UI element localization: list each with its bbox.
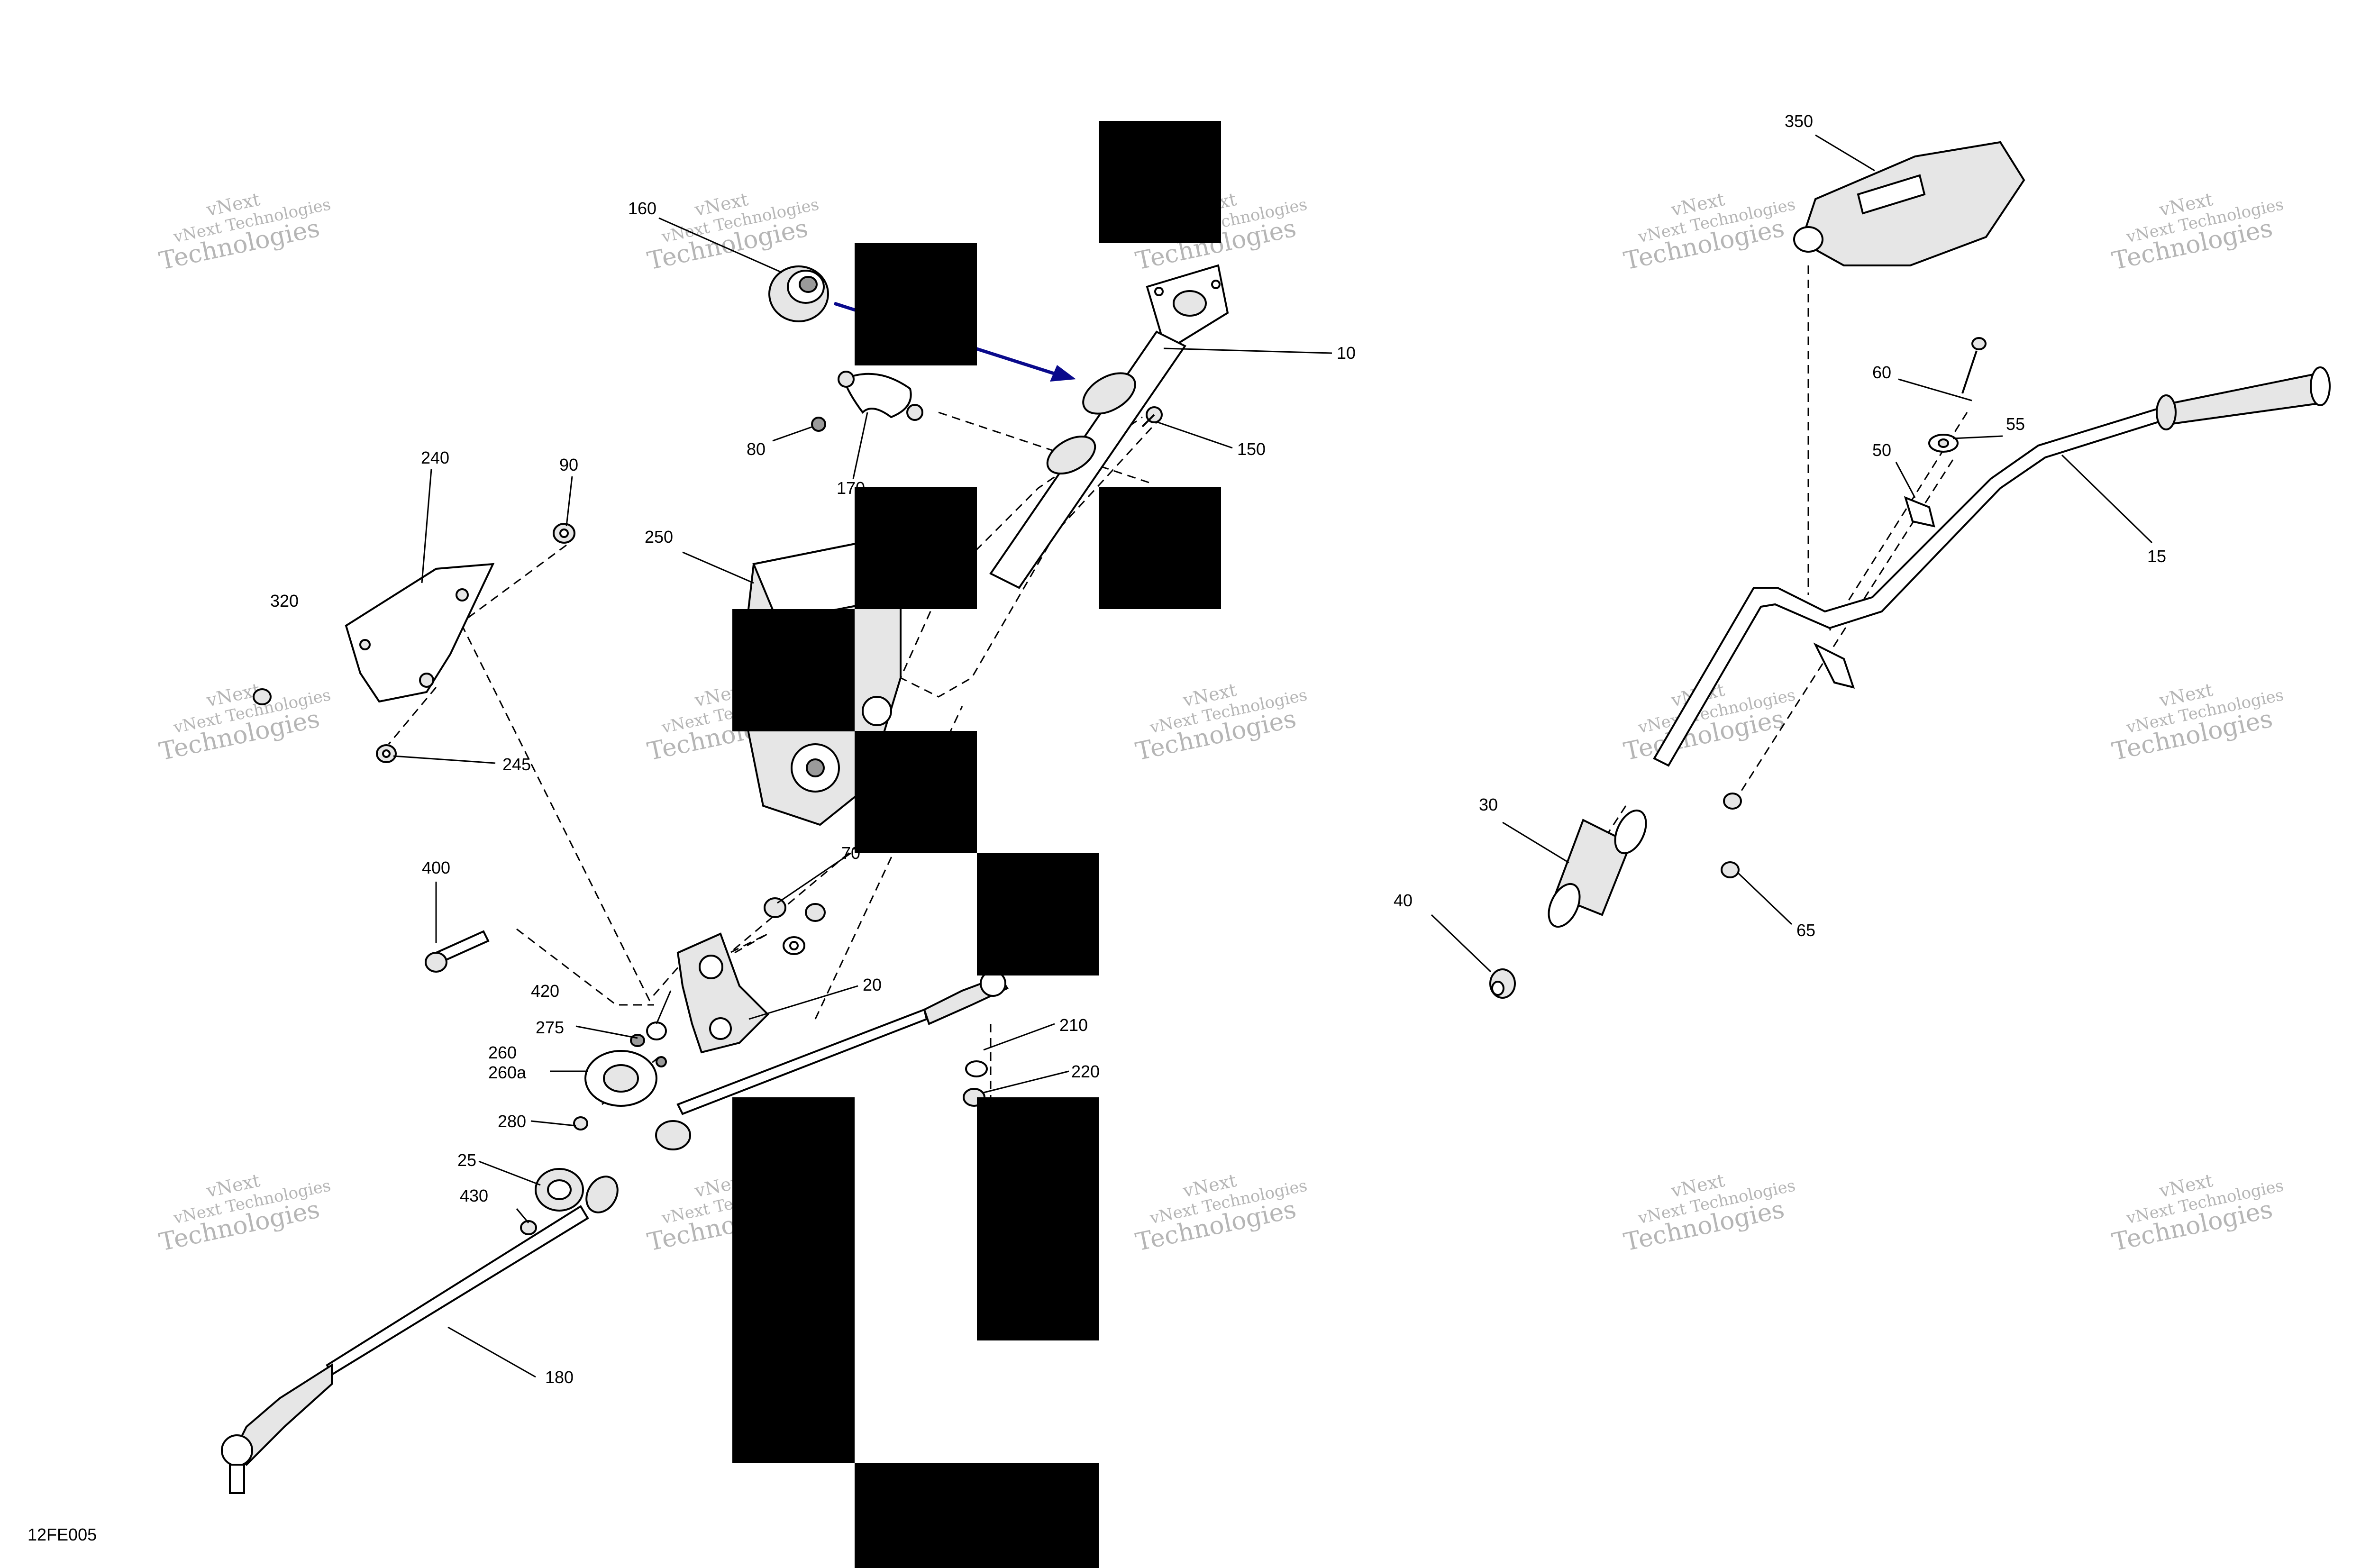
callout-labels: 350 160 10 80 170 150 240 90 320 250 245… bbox=[270, 111, 2166, 1387]
watermark-grid: vNext vNext Technologies Technologies vN… bbox=[157, 189, 2286, 1257]
callout-80: 80 bbox=[747, 439, 766, 459]
callout-90: 90 bbox=[559, 455, 578, 474]
callout-260a: 260a bbox=[488, 1063, 527, 1082]
clamp-170 bbox=[838, 371, 923, 421]
callout-320: 320 bbox=[270, 591, 299, 611]
nut-70 bbox=[764, 897, 826, 955]
bolt-60 bbox=[1961, 337, 1987, 394]
bracket-240 bbox=[345, 563, 495, 703]
callout-350: 350 bbox=[1785, 111, 1813, 131]
watermark: vNext vNext Technologies Technologies bbox=[645, 189, 821, 276]
nut-80 bbox=[811, 417, 826, 432]
watermark: vNext vNext Technologies Technologies bbox=[2110, 189, 2286, 276]
watermark: vNext vNext Technologies Technologies bbox=[1133, 1170, 1309, 1257]
washer-210 bbox=[965, 1060, 988, 1077]
callout-430: 430 bbox=[460, 1186, 488, 1205]
callout-25: 25 bbox=[457, 1150, 476, 1170]
plate-260 bbox=[584, 1050, 667, 1107]
callout-50: 50 bbox=[1872, 440, 1891, 460]
pitman-arm-20 bbox=[676, 932, 769, 1054]
screw-280 bbox=[573, 1116, 588, 1130]
callout-15: 15 bbox=[2147, 547, 2166, 566]
callout-40: 40 bbox=[1394, 891, 1413, 910]
watermark: vNext vNext Technologies Technologies bbox=[157, 189, 333, 276]
callout-60: 60 bbox=[1872, 363, 1891, 382]
screw-430 bbox=[520, 1220, 537, 1235]
leader-lines bbox=[393, 134, 2153, 1378]
watermark: vNext vNext Technologies Technologies bbox=[1133, 679, 1309, 766]
callout-180: 180 bbox=[545, 1367, 574, 1387]
screw-320 bbox=[253, 688, 272, 705]
clamp-50 bbox=[1904, 496, 1935, 528]
callout-55: 55 bbox=[2006, 414, 2025, 434]
callout-210: 210 bbox=[1059, 1015, 1088, 1035]
watermark: vNext vNext Technologies Technologies bbox=[2110, 1170, 2286, 1257]
callout-160: 160 bbox=[628, 199, 656, 218]
tie-rod-upper bbox=[655, 970, 1009, 1150]
callout-420: 420 bbox=[531, 981, 559, 1001]
tie-rod-180 bbox=[221, 1176, 619, 1494]
callout-280: 280 bbox=[498, 1112, 526, 1131]
clamp-55 bbox=[1928, 434, 1959, 453]
callout-10: 10 bbox=[1337, 343, 1356, 363]
handlebar-15 bbox=[1653, 366, 2331, 767]
watermark: vNext vNext Technologies Technologies bbox=[1622, 1170, 1797, 1257]
bushing-25 bbox=[535, 1168, 584, 1212]
diagram-code: 12FE005 bbox=[27, 1525, 97, 1544]
grip-30 bbox=[1548, 809, 1647, 928]
clamp-lower bbox=[1813, 642, 1855, 689]
screw-245 bbox=[376, 744, 397, 763]
bolt-400 bbox=[425, 930, 490, 973]
handlebar-pad-350 bbox=[1793, 141, 2025, 266]
callout-150: 150 bbox=[1237, 439, 1266, 459]
bolt-150 bbox=[1141, 406, 1163, 428]
watermark: vNext vNext Technologies Technologies bbox=[157, 679, 333, 766]
bar-end-40 bbox=[1489, 968, 1516, 999]
washer-420 bbox=[646, 1021, 667, 1040]
callout-245: 245 bbox=[502, 755, 531, 774]
callout-30: 30 bbox=[1479, 795, 1498, 814]
steering-column-10 bbox=[989, 264, 1229, 589]
callout-400: 400 bbox=[422, 858, 450, 877]
bearing-160 bbox=[768, 265, 829, 322]
nut-65 bbox=[1721, 793, 1742, 878]
watermark: vNext vNext Technologies Technologies bbox=[2110, 679, 2286, 766]
watermark: vNext vNext Technologies Technologies bbox=[157, 1170, 333, 1257]
watermark: vNext vNext Technologies Technologies bbox=[1622, 189, 1797, 276]
nut-90 bbox=[553, 523, 575, 544]
callout-240: 240 bbox=[421, 448, 449, 467]
callout-260: 260 bbox=[488, 1043, 517, 1062]
callout-220: 220 bbox=[1071, 1062, 1100, 1081]
callout-65: 65 bbox=[1796, 921, 1815, 940]
callout-20: 20 bbox=[863, 975, 882, 994]
redaction-blocks bbox=[732, 121, 1221, 1568]
callout-275: 275 bbox=[536, 1018, 564, 1037]
callout-250: 250 bbox=[645, 527, 673, 547]
